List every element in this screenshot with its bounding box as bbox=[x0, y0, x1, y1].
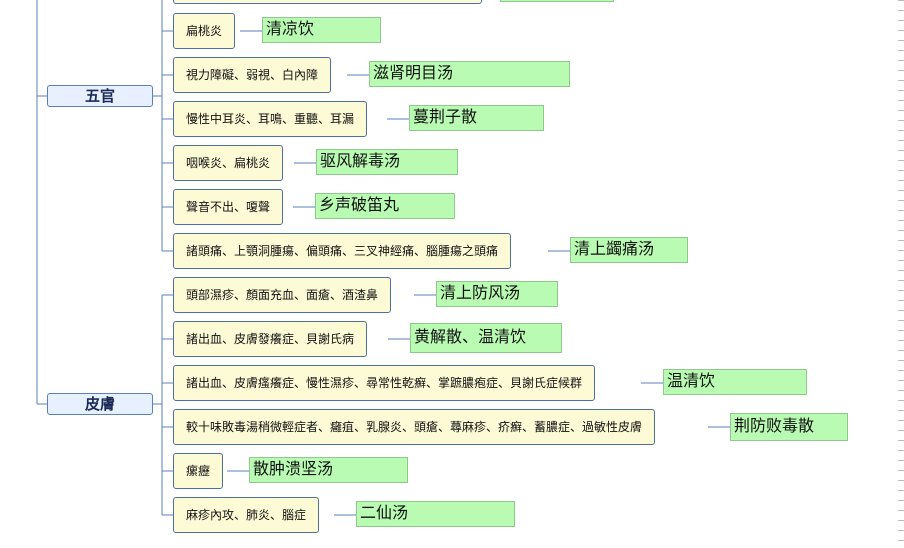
formula-node[interactable]: 黄解散、温清饮 bbox=[410, 323, 562, 353]
condition-node[interactable]: 瘰癧 bbox=[173, 453, 224, 489]
formula-node[interactable]: 清上蠲痛汤 bbox=[570, 237, 688, 263]
page-edge-marks bbox=[898, 0, 904, 548]
condition-node[interactable]: 麻疹內攻、肺炎、腦症 bbox=[173, 497, 320, 533]
formula-node[interactable]: 二仙汤 bbox=[356, 501, 515, 527]
cut-off-formula-node[interactable] bbox=[500, 0, 614, 2]
condition-node[interactable]: 頭部濕疹、顏面充血、面瘡、酒渣鼻 bbox=[173, 277, 392, 313]
category-pifu[interactable]: 皮膚 bbox=[47, 393, 153, 415]
condition-node[interactable]: 較十味敗毒湯稍微輕症者、癰疽、乳腺炎、頭瘡、蕁麻疹、疥癬、蓄膿症、過敏性皮膚 bbox=[173, 409, 656, 445]
condition-node[interactable]: 諸出血、皮膚發癢症、貝謝氏病 bbox=[173, 321, 368, 357]
formula-node[interactable]: 蔓荆子散 bbox=[409, 105, 544, 131]
condition-node[interactable]: 視力障礙、弱視、白內障 bbox=[173, 57, 332, 93]
formula-node[interactable]: 温清饮 bbox=[663, 369, 807, 395]
condition-node[interactable]: 慢性中耳炎、耳鳴、重聽、耳漏 bbox=[173, 101, 368, 137]
formula-node[interactable]: 乡声破笛丸 bbox=[315, 193, 455, 219]
formula-node[interactable]: 清上防风汤 bbox=[436, 281, 558, 307]
formula-node[interactable]: 散肿溃坚汤 bbox=[249, 457, 408, 483]
condition-node[interactable]: 諸頭痛、上顎洞腫瘍、偏頭痛、三叉神經痛、腦腫瘍之頭痛 bbox=[173, 233, 512, 269]
formula-node[interactable]: 驱风解毒汤 bbox=[316, 149, 458, 175]
condition-node[interactable]: 咽喉炎、扁桃炎 bbox=[173, 145, 284, 181]
category-wuguan[interactable]: 五官 bbox=[47, 85, 153, 107]
condition-node[interactable]: 聲音不出、嗄聲 bbox=[173, 189, 284, 225]
formula-node[interactable]: 滋肾明目汤 bbox=[369, 61, 570, 87]
condition-node[interactable]: 諸出血、皮膚瘙癢症、慢性濕疹、尋常性乾癬、掌蹠膿疱症、貝謝氏症候群 bbox=[173, 365, 596, 401]
formula-node[interactable]: 荆防败毒散 bbox=[730, 413, 848, 441]
formula-node[interactable]: 清凉饮 bbox=[262, 17, 381, 43]
cut-off-condition-node[interactable] bbox=[173, 0, 482, 4]
condition-node[interactable]: 扁桃炎 bbox=[173, 13, 236, 49]
